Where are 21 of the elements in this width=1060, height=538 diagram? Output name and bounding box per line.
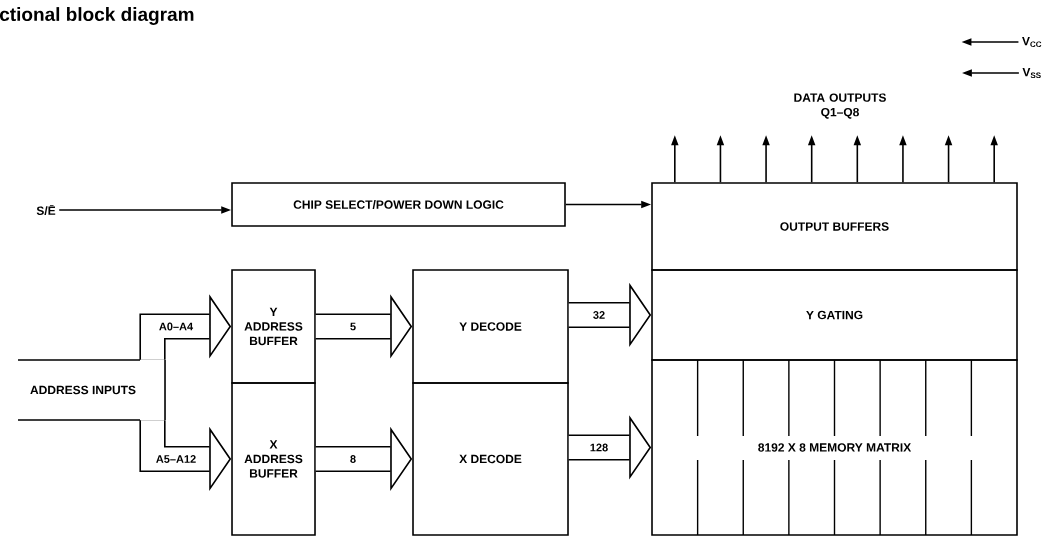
signal-label: ADDRESS INPUTS xyxy=(17,359,166,421)
decoder-box: Y DECODE xyxy=(412,269,569,384)
edge-label: 5 xyxy=(348,321,358,332)
pin-label: V$_{CC}$ xyxy=(1022,36,1042,48)
edge-label: 32 xyxy=(591,310,607,320)
edge-label: A0–A4 xyxy=(157,321,195,332)
edge-label: A5–A12 xyxy=(154,454,198,464)
pin-label: V$_{SS}$ xyxy=(1022,67,1041,79)
edge-label: 8 xyxy=(348,454,358,464)
buffer-box: Y ADDRESS BUFFER xyxy=(231,269,316,384)
logic-box: CHIP SELECT/POWER DOWN LOGIC xyxy=(231,182,566,227)
memory-matrix: 8192 X 8 MEMORY MATRIX xyxy=(651,359,1018,536)
signal-label: DATA OUTPUTS Q1–Q8 xyxy=(794,93,886,119)
decoder-box: X DECODE xyxy=(412,382,569,536)
title: ctional block diagram xyxy=(0,7,194,25)
buffer-box: X ADDRESS BUFFER xyxy=(231,382,316,536)
signal-label: S/Ē xyxy=(36,204,56,216)
gating-box: Y GATING xyxy=(651,269,1018,361)
edge-label: 128 xyxy=(588,442,610,453)
output-buffer-box: OUTPUT BUFFERS xyxy=(651,182,1018,271)
arrow xyxy=(139,294,232,360)
